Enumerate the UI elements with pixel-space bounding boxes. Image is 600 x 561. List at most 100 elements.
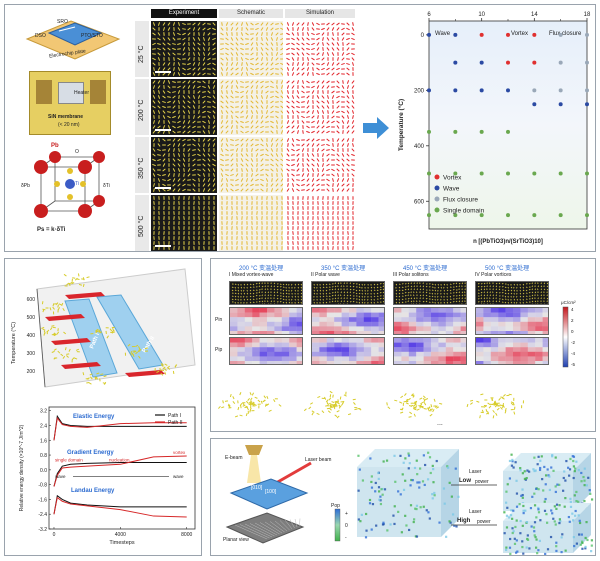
polar-voxel: [401, 473, 404, 476]
stripe-line: [294, 518, 298, 528]
polar-voxel: [534, 536, 537, 539]
data-point-wave: [479, 88, 484, 93]
polar-voxel: [574, 509, 577, 513]
polar-voxel: [546, 468, 549, 471]
polar-voxel: [578, 533, 581, 536]
colorbar-unit: μC/cm²: [561, 300, 576, 305]
polar-voxel: [537, 511, 541, 514]
data-point-single-domain: [453, 213, 458, 218]
schematic-image: [219, 21, 283, 77]
polar-3d-arrow: [483, 405, 487, 408]
polar-voxel: [514, 461, 517, 464]
polar-3d-arrow: [227, 403, 231, 407]
temperature-plate: [51, 338, 91, 345]
polar-voxel: [568, 468, 572, 471]
data-point-flux-closure: [532, 88, 537, 93]
x-tick-label: 14: [531, 12, 538, 18]
polar-3d-arrow: [485, 412, 490, 415]
schematic-image: [219, 137, 283, 193]
polar-voxel: [554, 485, 557, 488]
polar-voxel: [386, 529, 389, 532]
polar-voxel: [555, 545, 558, 548]
polar-voxel: [555, 507, 558, 510]
polar-voxel: [512, 509, 515, 512]
polar-3d-arrow: [504, 410, 507, 414]
polar-voxel: [573, 494, 576, 497]
polar-voxel: [368, 498, 372, 502]
polar-voxel: [558, 518, 561, 521]
polar-voxel: [509, 537, 512, 541]
polar-voxel: [548, 475, 551, 478]
x-axis-label: Timesteps: [109, 540, 134, 546]
polar-voxel: [419, 467, 422, 470]
polar-3d-arrow: [309, 402, 314, 405]
data-point-vortex: [532, 60, 537, 65]
polar-3d-arrow: [308, 406, 312, 410]
polar-voxel: [590, 550, 593, 553]
polar-3d-arrow: [329, 404, 333, 407]
substrate-illustration: [25, 20, 121, 60]
polar-voxel: [511, 517, 514, 520]
column-title: III Polar solitons: [393, 272, 429, 278]
polar-voxel: [423, 483, 426, 487]
polar-voxel: [551, 455, 554, 458]
x-tick-label: 10: [478, 12, 485, 18]
pb-label: Pb: [51, 143, 59, 149]
polar-3d-arrow: [502, 393, 506, 397]
polar-arrow: [66, 282, 70, 286]
polar-voxel: [560, 551, 563, 554]
ebeam-lens-icon: [245, 445, 263, 455]
landau-line-path-ii: [53, 496, 187, 518]
polar-3d-arrow: [250, 397, 253, 401]
polar-3d-arrow: [430, 404, 433, 408]
polar-voxel: [383, 488, 387, 491]
polar-voxel: [415, 507, 418, 511]
polar-voxel: [508, 516, 511, 519]
polar-3d-arrow: [245, 412, 248, 417]
polar-arrow: [58, 303, 62, 306]
polar-voxel: [505, 514, 509, 517]
polar-voxel: [519, 519, 522, 523]
polar-arrow: [109, 328, 113, 332]
polar-voxel: [520, 494, 523, 497]
polar-3d-arrow: [221, 406, 225, 409]
polar-arrow: [156, 370, 160, 373]
polar-voxel: [575, 542, 578, 545]
polar-voxel: [521, 472, 524, 475]
polar-voxel: [399, 454, 402, 457]
polar-3d-arrow: [249, 392, 252, 396]
polar-voxel: [538, 468, 542, 472]
polar-3d-arrow: [311, 410, 315, 413]
polar-voxel: [418, 486, 421, 489]
polar-voxel: [531, 495, 534, 498]
polar-voxel: [590, 498, 594, 501]
polar-voxel: [523, 477, 527, 480]
polar-voxel: [573, 470, 576, 473]
nucleation-label: nucleation: [109, 458, 130, 463]
o-label: O: [75, 149, 79, 155]
polar-3d-arrow: [423, 408, 427, 410]
polar-arrow: [162, 366, 166, 370]
polar-voxel: [569, 497, 572, 500]
polar-voxel: [551, 512, 554, 515]
polar-voxel: [389, 523, 392, 526]
polar-arrow: [164, 371, 167, 375]
polar-3d-arrow: [245, 400, 249, 404]
polar-arrow: [42, 328, 46, 331]
wave-label-right: wave: [173, 474, 184, 479]
header-simulation: Simulation: [285, 9, 355, 18]
polar-3d-arrow: [321, 410, 325, 414]
polar-voxel: [533, 456, 536, 459]
polar-3d-arrow: [329, 402, 333, 406]
membrane-label: SiN membrane: [48, 114, 84, 120]
polar-arrow: [53, 333, 57, 337]
polar-voxel: [397, 510, 400, 513]
polar-arrow: [132, 353, 135, 358]
pop-colorbar: [334, 508, 341, 542]
polar-voxel: [381, 493, 384, 496]
polar-3d-arrow: [512, 402, 515, 406]
x-tick-label: 4000: [115, 532, 126, 538]
data-point-single-domain: [453, 129, 458, 134]
polar-voxel: [572, 459, 575, 463]
